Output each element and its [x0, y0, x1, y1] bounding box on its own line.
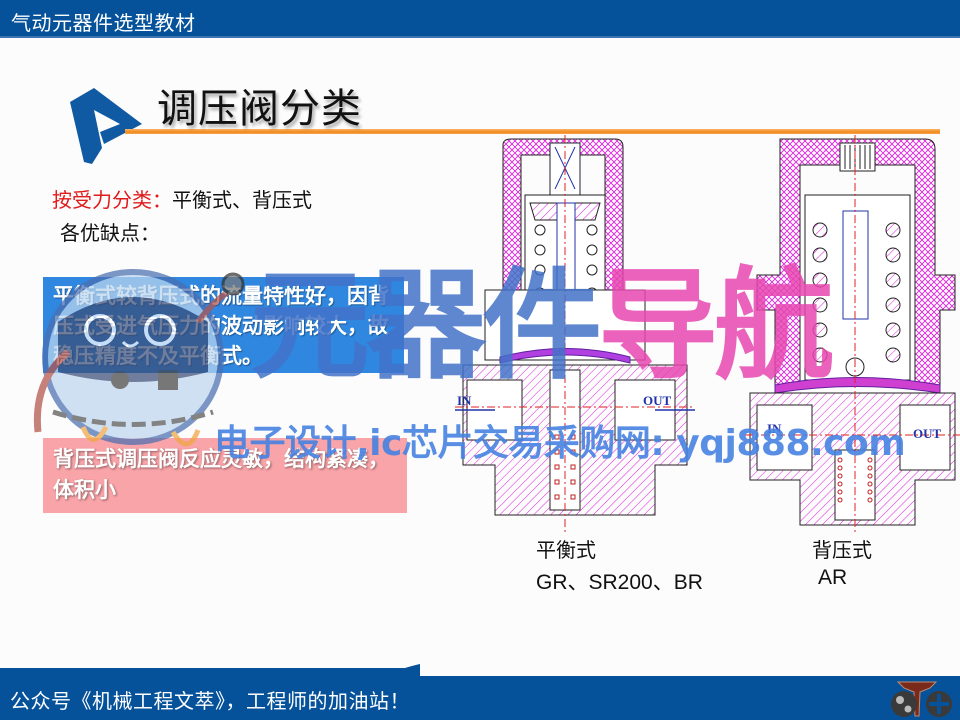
header-bar: 气动元器件选型教材 — [0, 0, 960, 38]
title-underline-ext — [460, 129, 940, 134]
back-pressure-regulator-diagram: IN OUT — [745, 135, 960, 535]
svg-text:OUT: OUT — [913, 426, 942, 441]
deck-title: 气动元器件选型教材 — [11, 11, 196, 35]
slide-title: 调压阀分类 — [157, 86, 362, 132]
back-pressure-type-label: 背压式 — [812, 538, 872, 562]
balanced-note-box: 平衡式较背压式的流量特性好，因背压式受进气压力的波动影响较大，故稳压精度不及平衡… — [43, 277, 404, 373]
chevron-logo-icon — [70, 88, 142, 164]
back-pressure-note-box: 背压式调压阀反应灵敏，结构紧凑，体积小 — [43, 438, 407, 513]
pros-cons-label: 各优缺点： — [60, 221, 160, 245]
classification-line: 按受力分类：平衡式、背压式 — [52, 184, 312, 213]
classification-value: 平衡式、背压式 — [172, 188, 312, 212]
back-pressure-models: AR — [818, 566, 848, 589]
footer-text: 公众号《机械工程文萃》，工程师的加油站！ — [10, 689, 410, 713]
classification-label: 按受力分类： — [52, 188, 172, 212]
svg-text:OUT: OUT — [643, 393, 672, 408]
balanced-regulator-diagram: IN OUT — [455, 135, 695, 535]
balanced-type-label: 平衡式 — [536, 538, 596, 562]
balanced-models: GR、SR200、BR — [536, 571, 703, 594]
footer-tab — [0, 668, 420, 678]
title-underline — [125, 129, 467, 134]
svg-text:IN: IN — [457, 393, 472, 408]
gear-logo-icon — [891, 681, 952, 717]
svg-text:IN: IN — [767, 421, 782, 436]
footer-bar: 公众号《机械工程文萃》，工程师的加油站！ — [0, 676, 960, 720]
